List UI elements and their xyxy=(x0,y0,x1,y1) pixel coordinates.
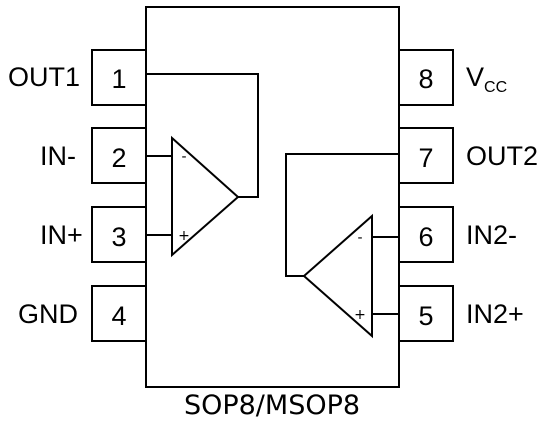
op-amp-2-triangle xyxy=(302,213,373,339)
pin-5-number: 5 xyxy=(418,301,433,331)
op-amp-2-minus-sign: - xyxy=(357,230,362,246)
pin-8-label-sub: CC xyxy=(484,79,507,96)
pin-3-label: IN+ xyxy=(40,220,83,250)
pin-2-box xyxy=(91,127,147,184)
pin-4-label: GND xyxy=(18,299,78,329)
op-amp-2-output-wire xyxy=(285,153,399,277)
pin-8-label-main: V xyxy=(466,62,484,92)
package-label: SOP8/MSOP8 xyxy=(184,390,360,421)
op-amp-1-plus-sign: + xyxy=(178,228,190,244)
op-amp-2-plus-sign: + xyxy=(354,307,366,323)
pin-7-box xyxy=(398,127,454,184)
op-amp-1-minus-sign: - xyxy=(181,149,186,165)
pin-8-label: VCC xyxy=(466,62,507,96)
op-amp-1-output-wire xyxy=(146,73,259,198)
pin-2-number: 2 xyxy=(111,143,126,173)
pin-8-number: 8 xyxy=(418,64,433,94)
chip-body xyxy=(145,6,400,388)
pin-5-label: IN2+ xyxy=(466,299,524,329)
pin-6-box xyxy=(398,206,454,263)
pin-8-box xyxy=(398,49,454,106)
pin-1-label: OUT1 xyxy=(8,62,80,92)
pin-1-number: 1 xyxy=(111,64,126,94)
pin-4-number: 4 xyxy=(111,301,126,331)
pin-3-box xyxy=(91,206,147,263)
pin-2-label: IN- xyxy=(40,141,76,171)
pin-6-label: IN2- xyxy=(466,220,517,250)
pin-6-number: 6 xyxy=(418,222,433,252)
pin-4-box xyxy=(91,285,147,342)
pin-7-number: 7 xyxy=(418,143,433,173)
op-amp-1-triangle xyxy=(171,135,240,258)
pin-1-box xyxy=(91,49,147,106)
pin-7-label: OUT2 xyxy=(466,141,538,171)
pin-3-number: 3 xyxy=(111,222,126,252)
